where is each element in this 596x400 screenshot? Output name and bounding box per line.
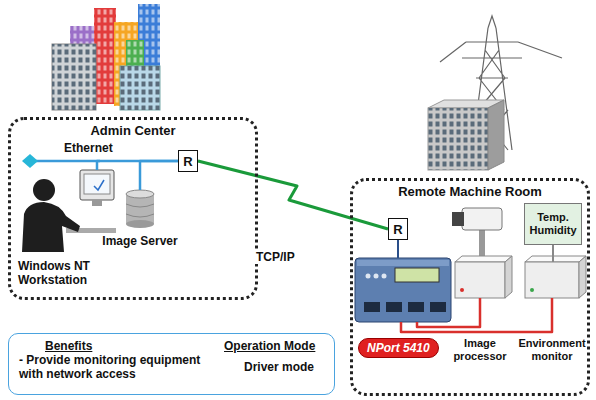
city-buildings [52,44,96,110]
serial-server: NPort 5410 [355,258,451,322]
router-box: R [178,150,198,172]
environment-monitor-box [525,256,586,262]
device-label: Image processor [448,337,512,363]
camera [452,208,502,256]
image-processor: Image processor [455,262,505,298]
remote-building [428,100,504,170]
region-title: Admin Center [87,123,178,138]
environment-monitor-box [530,288,534,292]
network-link [401,298,552,332]
environment-monitor-box [525,262,579,298]
server-cylinder [126,190,154,228]
site-region: Remote Machine RoomR Temp. HumidityNPort … [350,178,590,396]
nport-device [408,302,424,312]
sensor-label: Temp. Humidity [529,211,576,236]
camera [479,230,485,256]
nport-device [386,302,402,312]
workstation: Windows NT Workstation [16,170,116,288]
panel-heading: Operation Mode [224,339,315,353]
router-label: R [393,222,402,237]
workstation-figure [92,200,102,206]
info-panel: Benefits- Provide monitoring equipment w… [8,333,335,395]
ethernet-bus [30,160,100,163]
network-link [417,298,480,327]
sensor-box: Temp. Humidity [524,203,582,245]
region-title: Remote Machine Room [395,184,545,199]
nport-device [357,260,449,266]
nport-device [355,258,451,322]
server-cylinder [126,220,154,228]
network-label: Ethernet [62,141,115,155]
remote-building [428,108,488,170]
remote-building [488,100,504,170]
device-label: Image Server [102,234,177,248]
server-cylinder [126,204,154,217]
network-link [552,245,554,262]
remote-building [428,108,488,170]
network-link [97,161,178,170]
city-buildings [120,66,160,110]
device-label: Windows NT Workstation [18,260,114,288]
city-buildings [120,66,160,110]
workstation-figure [94,180,104,190]
image-processor-box [455,262,505,298]
nport-device [355,258,451,322]
link-label: TCP/IP [254,250,297,264]
city-buildings [94,8,116,104]
environment-monitor: Environment monitor [525,262,579,298]
workstation-figure [80,170,114,200]
city-buildings [52,4,160,110]
image-processor-box [455,256,512,298]
ethernet-bus [22,154,100,168]
ethernet-bus [22,154,38,168]
workstation-figure [33,179,55,201]
server-cylinder [126,190,154,198]
router-box: R [388,218,408,240]
camera [462,208,502,230]
environment-monitor-box [579,256,586,298]
panel-body: Driver mode [244,360,314,374]
site-region: Admin CenterR Windows NT Workstation Image… [8,117,258,300]
workstation-figure [22,170,116,252]
network-link [140,161,178,190]
image-processor-box [460,288,464,292]
network-link [198,161,388,229]
camera [452,212,464,226]
product-badge: NPort 5410 [358,338,439,358]
nport-device [395,268,439,282]
city-buildings [94,8,116,104]
nport-device [364,302,380,312]
workstation-figure [84,174,110,194]
panel-body: - Provide monitoring equipment with netw… [19,354,219,382]
panel-heading: Benefits [45,339,92,353]
environment-monitor-box [525,256,586,298]
device-label: Environment monitor [515,337,589,363]
nport-device [366,274,371,279]
image-processor-box [505,256,512,298]
workstation-figure [22,202,80,252]
router-label: R [183,154,192,169]
image-processor-box [455,256,512,262]
nport-device [382,274,387,279]
city-buildings [52,44,96,110]
network-link [397,240,399,258]
nport-device [430,302,446,312]
nport-device [374,274,379,279]
image-server: Image Server [100,190,180,248]
